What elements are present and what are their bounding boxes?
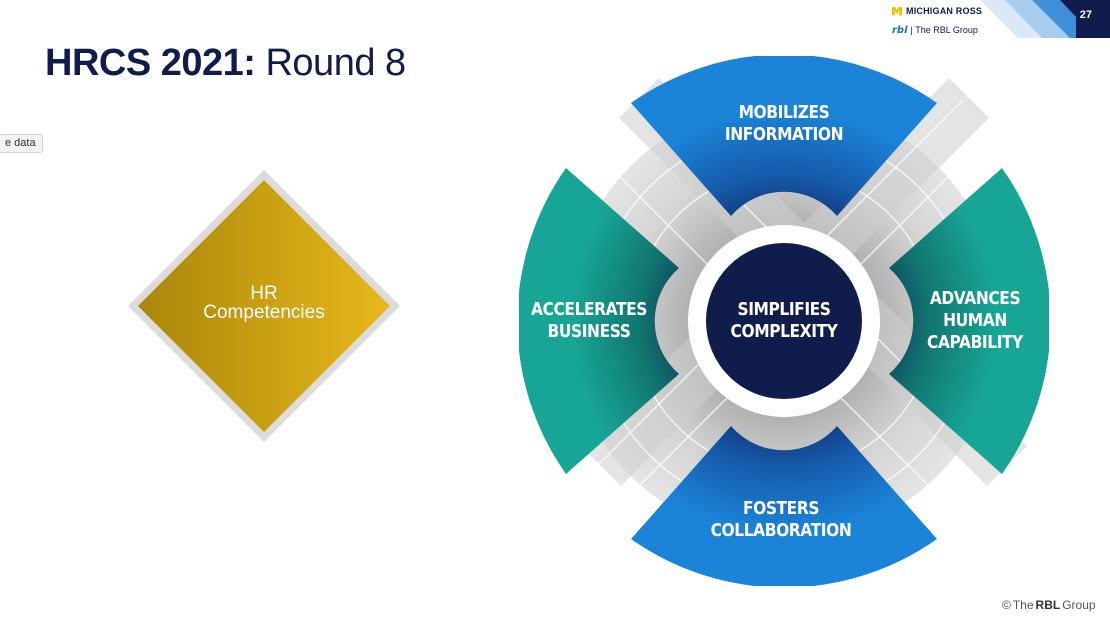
hr-competencies-diamond: HR Competencies xyxy=(126,168,402,444)
slide-title: HRCS 2021: Round 8 xyxy=(45,40,406,86)
mobilizes-information-label: MOBILIZES INFORMATION xyxy=(698,102,870,146)
segment-bottom xyxy=(631,426,937,586)
simplifies-complexity-label: SIMPLIFIES COMPLEXITY xyxy=(715,299,853,343)
rbl-group-logo: rbl | The RBL Group xyxy=(892,23,978,37)
rbl-group-text: | The RBL Group xyxy=(910,25,978,35)
title-rest: Round 8 xyxy=(255,42,406,84)
left-line-1: ACCELERATES xyxy=(531,299,647,320)
right-line-3: CAPABILITY xyxy=(927,332,1023,353)
top-line-2: INFORMATION xyxy=(724,124,844,145)
michigan-ross-logo: MICHIGAN ROSS xyxy=(892,4,982,18)
footer-the: The xyxy=(1012,598,1034,612)
center-line-2: COMPLEXITY xyxy=(730,321,838,342)
michigan-m-icon xyxy=(892,6,902,16)
fosters-collaboration-label: FOSTERS COLLABORATION xyxy=(695,498,867,542)
segment-left xyxy=(519,168,679,474)
rbl-mark: rbl xyxy=(892,24,908,36)
bottom-line-2: COLLABORATION xyxy=(710,520,852,541)
right-line-2: HUMAN xyxy=(943,310,1007,331)
advances-human-capability-label: ADVANCES HUMAN CAPABILITY xyxy=(915,288,1035,354)
tooltip: e data xyxy=(0,134,43,153)
corner-banner: 27 xyxy=(920,0,1110,38)
diamond-label: HR Competencies xyxy=(126,284,402,322)
diamond-line-1: HR xyxy=(250,283,278,304)
page-number: 27 xyxy=(1079,9,1092,21)
right-line-1: ADVANCES xyxy=(929,288,1021,309)
top-line-1: MOBILIZES xyxy=(738,102,830,123)
accelerates-business-label: ACCELERATES BUSINESS xyxy=(529,299,649,343)
left-line-2: BUSINESS xyxy=(547,321,631,342)
center-line-1: SIMPLIFIES xyxy=(737,299,831,320)
copyright-symbol: © xyxy=(1002,598,1011,612)
diamond-line-2: Competencies xyxy=(203,302,325,323)
title-bold: HRCS 2021: xyxy=(45,42,256,84)
footer-rbl-logo: © The RBL Group xyxy=(1002,598,1096,612)
segment-right xyxy=(889,168,1049,474)
bottom-line-1: FOSTERS xyxy=(742,498,820,519)
footer-group: Group xyxy=(1062,598,1096,612)
segment-top xyxy=(631,56,937,216)
footer-rbl: RBL xyxy=(1035,598,1061,612)
michigan-ross-text: MICHIGAN ROSS xyxy=(906,6,983,16)
hr-competency-wheel: MOBILIZES INFORMATION ACCELERATES BUSINE… xyxy=(519,56,1049,586)
